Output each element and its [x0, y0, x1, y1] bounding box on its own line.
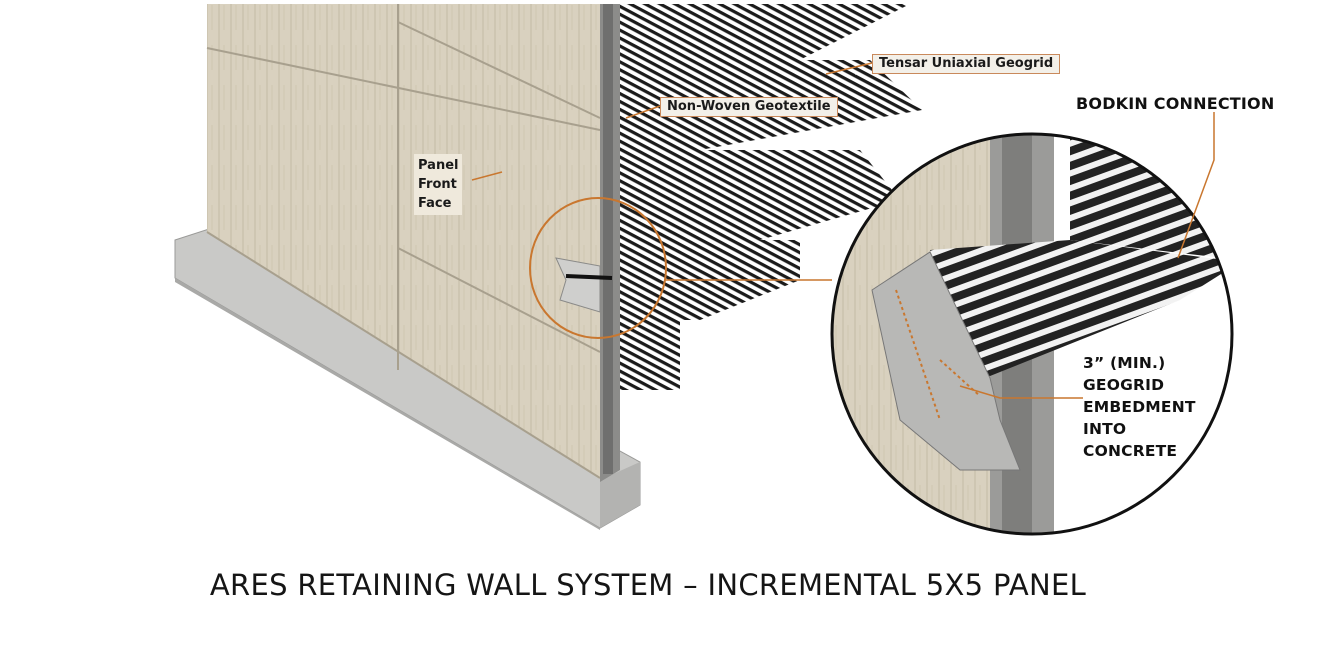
- diagram-title: ARES RETAINING WALL SYSTEM – INCREMENTAL…: [209, 568, 1087, 602]
- geogrid-callout: Tensar Uniaxial Geogrid: [872, 54, 1061, 74]
- bodkin-connection-label: BODKIN CONNECTION: [1076, 94, 1275, 113]
- panel-side-edge: [600, 4, 620, 482]
- panel-label-line: Face: [418, 196, 452, 211]
- embedment-line: EMBEDMENT: [1083, 398, 1196, 416]
- detail-highlight: [529, 197, 832, 339]
- geotextile-callout: Non-Woven Geotextile: [660, 97, 838, 117]
- zoom-detail: [830, 132, 1234, 536]
- leader-lines: [471, 62, 1215, 399]
- panel-label-line: Panel: [418, 158, 459, 173]
- embedment-line: CONCRETE: [1083, 442, 1178, 460]
- cutaway-notch: [555, 257, 613, 313]
- panel-front-face: [206, 4, 601, 479]
- embedment-line: 3” (MIN.): [1083, 354, 1166, 372]
- embedment-line: INTO: [1083, 420, 1127, 438]
- panel-front-face-callout: Panel Front Face: [414, 154, 463, 215]
- embedment-label: 3” (MIN.) GEOGRID EMBEDMENT INTO CONCRET…: [1083, 352, 1196, 462]
- panel-label-line: Front: [418, 177, 457, 192]
- embedment-line: GEOGRID: [1083, 376, 1165, 394]
